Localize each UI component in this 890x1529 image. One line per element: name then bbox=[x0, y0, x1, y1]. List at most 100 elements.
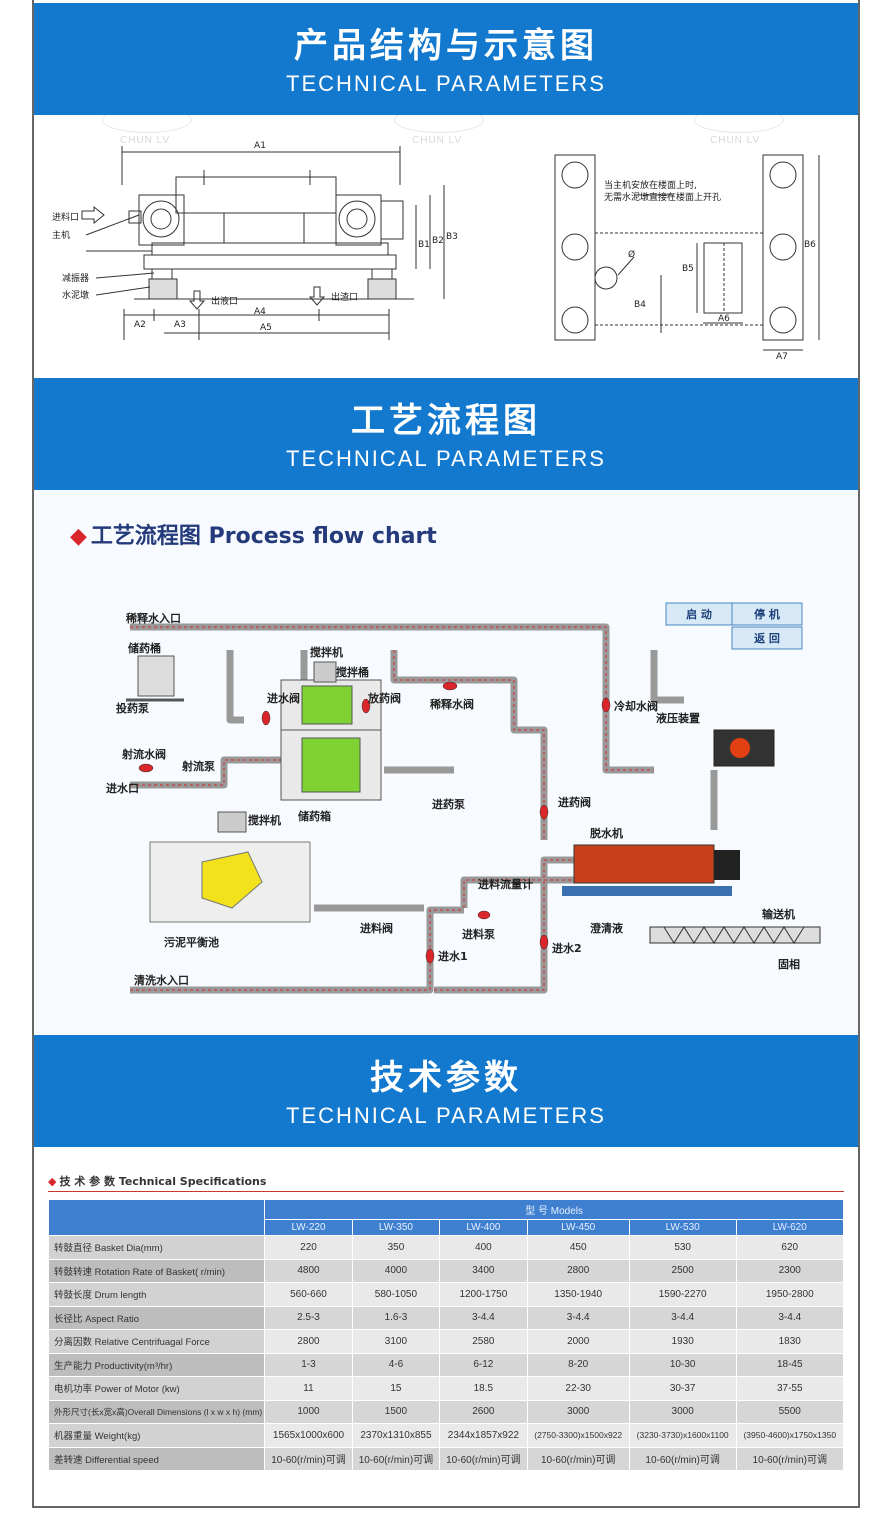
table-cell: 1.6-3 bbox=[351, 1305, 441, 1330]
section-subtitle: TECHNICAL PARAMETERS bbox=[286, 1103, 606, 1128]
label-dilution-valve: 稀释水阀 bbox=[430, 697, 474, 711]
specs-heading-en: Technical Specifications bbox=[118, 1175, 267, 1188]
section-subtitle: TECHNICAL PARAMETERS bbox=[286, 446, 606, 471]
row-label: 生产能力 Productivity(m³/hr) bbox=[47, 1352, 266, 1377]
row-label: 长径比 Aspect Ratio bbox=[47, 1305, 266, 1330]
specs-panel: ◆技 术 参 数 Technical Specifications 型 号 Mo… bbox=[34, 1147, 858, 1487]
label-chem-pump: 进药泵 bbox=[432, 797, 465, 811]
table-cell: 2800 bbox=[264, 1329, 353, 1354]
section-title: 产品结构与示意图 bbox=[294, 26, 598, 66]
table-cell: 400 bbox=[439, 1235, 528, 1260]
table-row: 生产能力 Productivity(m³/hr) 1-3 4-6 6-12 8-… bbox=[47, 1352, 845, 1377]
label-feed-pump: 进料泵 bbox=[462, 927, 495, 941]
section-title: 技术参数 bbox=[370, 1058, 522, 1098]
table-cell: 4800 bbox=[264, 1258, 353, 1283]
label-dosing-pump: 投药泵 bbox=[116, 701, 149, 715]
table-cell: 450 bbox=[526, 1235, 630, 1260]
label-jet-pump: 射流泵 bbox=[181, 759, 215, 773]
table-row: 差转速 Differential speed 10-60(r/min)可调 10… bbox=[47, 1446, 845, 1471]
label-dilution-inlet: 稀释水入口 bbox=[126, 611, 181, 625]
table-cell: 3000 bbox=[628, 1399, 737, 1424]
liquid-outlet-label: 出液口 bbox=[211, 295, 238, 307]
process-flow-panel: ◆工艺流程图 Process flow chart bbox=[34, 490, 858, 1035]
label-dewater: 脱水机 bbox=[590, 826, 623, 840]
label-sludge-pool: 污泥平衡池 bbox=[164, 935, 219, 949]
table-cell: 10-60(r/min)可调 bbox=[735, 1446, 845, 1471]
table-cell: 2580 bbox=[439, 1329, 528, 1354]
table-cell: 3000 bbox=[526, 1399, 630, 1424]
flow-heading-cn: 工艺流程图 bbox=[90, 524, 201, 549]
table-cell: (2750-3300)x1500x922 bbox=[526, 1423, 630, 1448]
table-cell: 530 bbox=[628, 1235, 737, 1260]
label-inlet-valve: 进水阀 bbox=[267, 691, 300, 705]
table-row: 转鼓直径 Basket Dia(mm) 220 350 400 450 530 … bbox=[47, 1235, 845, 1260]
table-cell: 2370x1310x855 bbox=[351, 1423, 441, 1448]
specs-divider bbox=[48, 1191, 844, 1192]
dim-label-b5: B5 bbox=[682, 264, 694, 274]
table-row: 长径比 Aspect Ratio 2.5-3 1.6-3 3-4.4 3-4.4… bbox=[47, 1305, 845, 1330]
table-cell: 8-20 bbox=[526, 1352, 630, 1377]
row-label: 差转速 Differential speed bbox=[47, 1446, 266, 1471]
flow-heading-en: Process flow chart bbox=[208, 524, 437, 549]
table-cell: 6-12 bbox=[439, 1352, 528, 1377]
table-corner-cell bbox=[47, 1199, 266, 1236]
dim-label-b3: B3 bbox=[446, 232, 458, 242]
label-wash-inlet: 清洗水入口 bbox=[134, 973, 189, 987]
table-cell: 10-60(r/min)可调 bbox=[351, 1446, 441, 1471]
section-title: 工艺流程图 bbox=[351, 401, 541, 441]
structure-diagram: A1 A2 A3 A4 A5 B1 B2 B3 B4 B5 B6 A6 A7 进… bbox=[52, 141, 820, 362]
section-banner-specs: 技术参数 TECHNICAL PARAMETERS bbox=[34, 1035, 858, 1147]
label-inlet-1: 进水1 bbox=[438, 949, 468, 963]
dim-label-a6: A6 bbox=[718, 314, 730, 324]
section-banner-process: 工艺流程图 TECHNICAL PARAMETERS bbox=[34, 378, 858, 490]
label-water-inlet: 进水口 bbox=[106, 781, 139, 795]
table-cell: 3100 bbox=[351, 1329, 441, 1354]
row-label: 机器重量 Weight(kg) bbox=[47, 1423, 266, 1448]
table-cell: 2600 bbox=[439, 1399, 528, 1424]
back-button-label: 返 回 bbox=[754, 631, 780, 645]
install-note-line1: 当主机安放在楼面上时, bbox=[604, 179, 697, 191]
label-chem-valve: 进药阀 bbox=[558, 795, 591, 809]
label-flowmeter: 进料流量计 bbox=[478, 877, 533, 891]
row-label: 转鼓长度 Drum length bbox=[47, 1282, 266, 1307]
table-cell: 22-30 bbox=[526, 1376, 630, 1401]
row-label: 电机功率 Power of Motor (kw) bbox=[47, 1376, 266, 1401]
table-cell: 2800 bbox=[526, 1258, 630, 1283]
pier-label: 水泥墩 bbox=[62, 289, 89, 301]
dim-label-b1: B1 bbox=[418, 240, 430, 250]
label-mixing-tank: 搅拌桶 bbox=[336, 665, 369, 679]
row-label: 分离因数 Relative Centrifuagal Force bbox=[47, 1329, 266, 1354]
table-cell: 1565x1000x600 bbox=[264, 1423, 353, 1448]
table-row: 转鼓长度 Drum length 560-660 580-1050 1200-1… bbox=[47, 1282, 845, 1307]
table-cell: 4-6 bbox=[351, 1352, 441, 1377]
table-row: 机器重量 Weight(kg) 1565x1000x600 2370x1310x… bbox=[47, 1423, 845, 1448]
slag-outlet-label: 出渣口 bbox=[331, 291, 358, 303]
table-cell: 2.5-3 bbox=[264, 1305, 353, 1330]
model-header-cell: LW-220 bbox=[264, 1219, 353, 1236]
label-cooling-valve: 冷却水阀 bbox=[614, 699, 658, 713]
host-label: 主机 bbox=[52, 229, 70, 241]
table-cell: 5500 bbox=[735, 1399, 845, 1424]
table-cell: 1950-2800 bbox=[735, 1282, 845, 1307]
row-label: 转鼓直径 Basket Dia(mm) bbox=[47, 1235, 266, 1260]
table-cell: 1930 bbox=[628, 1329, 737, 1354]
label-inlet-2: 进水2 bbox=[552, 941, 582, 955]
dim-label-a1: A1 bbox=[254, 141, 266, 151]
dim-label-b6: B6 bbox=[804, 240, 816, 250]
table-cell: 1000 bbox=[264, 1399, 353, 1424]
flow-heading: ◆工艺流程图 Process flow chart bbox=[70, 518, 437, 550]
damper-label: 减振器 bbox=[62, 272, 89, 284]
row-label: 转鼓转速 Rotation Rate of Basket( r/min) bbox=[47, 1258, 266, 1283]
table-cell: 580-1050 bbox=[351, 1282, 441, 1307]
dim-label-b2: B2 bbox=[432, 236, 444, 246]
label-jet-valve: 射流水阀 bbox=[121, 747, 166, 761]
label-drain-valve: 放药阀 bbox=[367, 691, 401, 705]
table-cell: 3-4.4 bbox=[526, 1305, 630, 1330]
dim-label-a3: A3 bbox=[174, 320, 186, 330]
models-header: 型 号 Models bbox=[264, 1199, 844, 1220]
table-cell: 620 bbox=[735, 1235, 845, 1260]
label-mixer-top: 搅拌机 bbox=[310, 645, 343, 659]
table-cell: 560-660 bbox=[264, 1282, 353, 1307]
model-header-cell: LW-450 bbox=[526, 1219, 630, 1236]
model-header-cell: LW-350 bbox=[351, 1219, 441, 1236]
